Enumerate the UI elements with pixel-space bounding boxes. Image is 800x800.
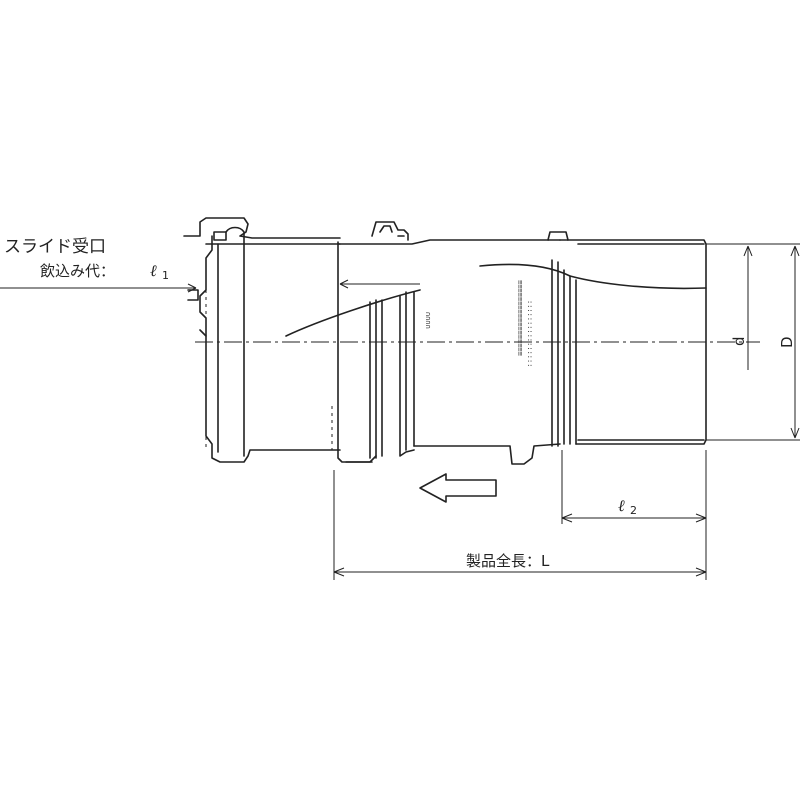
- pipe-marking-right: ≡≡≡≡≡≡≡≡≡≡≡≡≡≡≡≡≡≡: [516, 280, 524, 356]
- l1-symbol: ℓ: [150, 261, 157, 280]
- total-length-label: 製品全長：L: [466, 552, 550, 570]
- middle-body: ∩∩∩∩ ≡≡≡≡≡≡≡≡≡≡≡≡≡≡≡≡≡≡ ::::::::::::::::: [285, 221, 707, 465]
- d-large-label: D: [778, 336, 796, 348]
- l2-subscript: 2: [630, 504, 637, 517]
- l2-symbol: ℓ: [618, 496, 625, 515]
- pipe-marking-left: ∩∩∩∩: [424, 312, 432, 329]
- insertion-allowance-label: 飲込み代：: [40, 262, 115, 280]
- slide-socket-label: スライド受口: [4, 237, 106, 257]
- left-arrow-icon: [419, 473, 497, 503]
- pipe-marking-right2: ::::::::::::::::: [526, 300, 534, 367]
- right-spigot: [559, 239, 707, 445]
- l1-subscript: 1: [162, 269, 169, 282]
- slide-socket-body: [183, 217, 341, 463]
- d-small-label: d: [730, 336, 748, 346]
